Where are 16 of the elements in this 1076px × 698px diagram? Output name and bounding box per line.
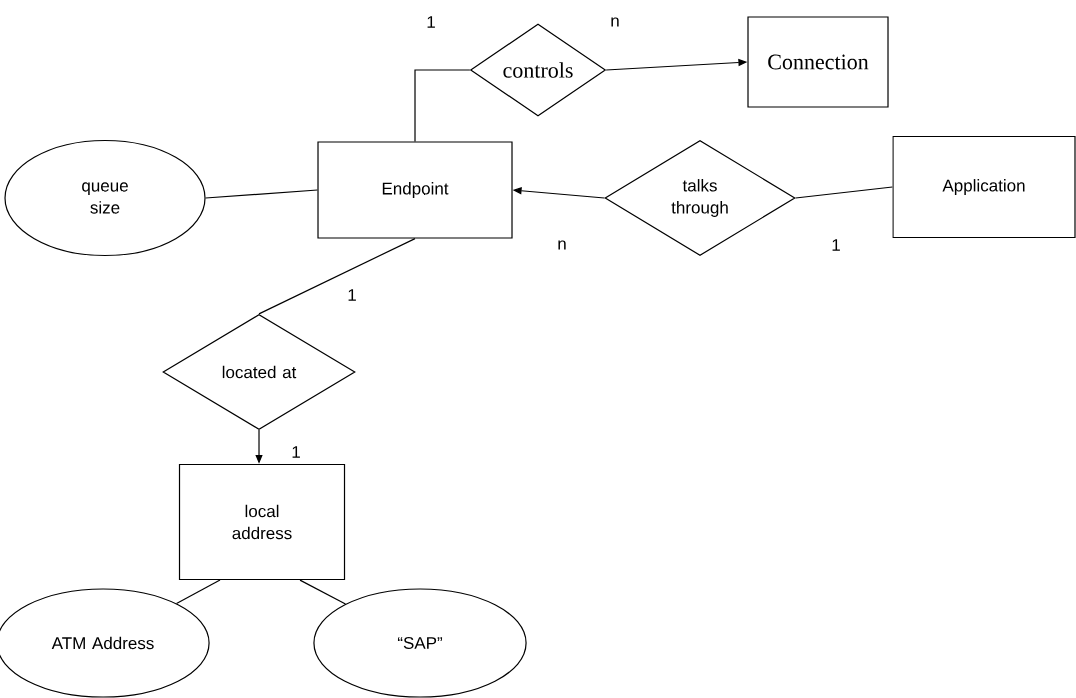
cardinality-label: 1 xyxy=(427,16,435,28)
connector-line xyxy=(175,579,221,605)
connector-line xyxy=(299,579,347,605)
connector-line xyxy=(414,69,471,142)
connector-line xyxy=(258,238,416,315)
cardinality-label: n xyxy=(611,17,619,27)
entity-box: Endpoint xyxy=(317,141,513,239)
entity-box: Application xyxy=(892,135,1076,239)
cardinality-label: 1 xyxy=(832,239,840,251)
connector-line xyxy=(795,186,893,199)
entity-box: local address xyxy=(178,463,346,581)
entity-box: Connection xyxy=(747,16,889,108)
cardinality-label: 1 xyxy=(348,289,356,301)
connector-line xyxy=(205,189,318,199)
cardinality-label: 1 xyxy=(292,446,300,458)
cardinality-label: n xyxy=(558,240,566,250)
